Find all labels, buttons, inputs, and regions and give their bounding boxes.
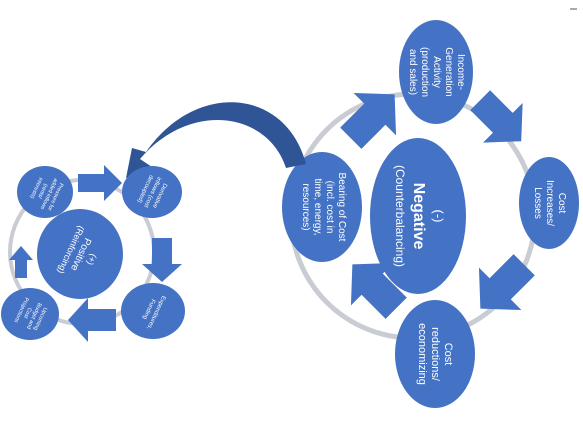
arrow-cost-increases-to-reductions	[478, 254, 535, 311]
negative-cycle: (-) Negative (Counterbalancing) Income- …	[282, 20, 579, 408]
negative-center-subtitle: (Counterbalancing)	[393, 165, 407, 267]
node-derivative-inflows: Derivative inflows (cost decoupled)	[122, 166, 182, 218]
income-line-3: Activity	[431, 56, 442, 88]
bearing-line-4: resources)	[300, 183, 311, 230]
cost-reductions-line-2: reductions/	[429, 327, 441, 382]
income-line-2: Generation	[443, 47, 454, 96]
income-line-1: Income-	[455, 54, 466, 90]
node-pressure-inflows: Pressure for added inflows (rents/ inter…	[17, 166, 73, 218]
cost-reductions-line-1: Cost	[442, 343, 454, 366]
arrow-pressure-to-derivative	[78, 165, 122, 201]
arrow-expenditures-to-upcoming	[68, 298, 116, 342]
node-cost-increases: Cost Increases/ Losses	[519, 157, 579, 249]
node-upcoming-budget: Upcoming Budget and Cost Projections	[1, 288, 59, 340]
arrow-reductions-to-bearing	[350, 262, 407, 319]
cost-increases-line-2: Increases/	[544, 180, 555, 226]
arrow-bearing-to-income	[340, 92, 397, 149]
income-line-4: (production	[419, 47, 430, 97]
positive-cycle: (+) Positive (Reinforcing) Derivative in…	[1, 165, 185, 342]
negative-center: (-) Negative (Counterbalancing)	[370, 138, 466, 294]
income-line-5: and sales)	[407, 49, 418, 95]
arrow-derivative-to-expenditures	[142, 238, 182, 282]
node-cost-reductions: Cost reductions/ economizing	[395, 300, 475, 408]
curved-link-arrow	[126, 102, 306, 178]
node-income-generation: Income- Generation Activity (production …	[399, 20, 473, 124]
arrow-upcoming-to-pressure	[9, 246, 33, 278]
cost-increases-line-3: Losses	[532, 187, 543, 219]
bearing-line-1: Bearing of Cost	[336, 173, 347, 242]
cost-increases-line-1: Cost	[556, 193, 567, 214]
cost-reductions-line-3: economizing	[416, 323, 428, 385]
positive-center: (+) Positive (Reinforcing)	[37, 209, 123, 299]
bearing-line-2: (incl. cost in	[324, 181, 335, 234]
node-expenditures: Expenditures, Funding	[121, 283, 185, 339]
bearing-line-3: time, energy,	[312, 178, 323, 235]
arrow-income-to-cost-increases	[470, 90, 523, 143]
negative-center-sign: (-)	[431, 210, 446, 223]
negative-center-title: Negative	[410, 183, 427, 250]
positive-center-sign: (+)	[85, 252, 99, 266]
node-bearing-of-cost: Bearing of Cost (incl. cost in time, ene…	[282, 152, 362, 262]
upcoming-line-3: Cost	[22, 306, 32, 319]
